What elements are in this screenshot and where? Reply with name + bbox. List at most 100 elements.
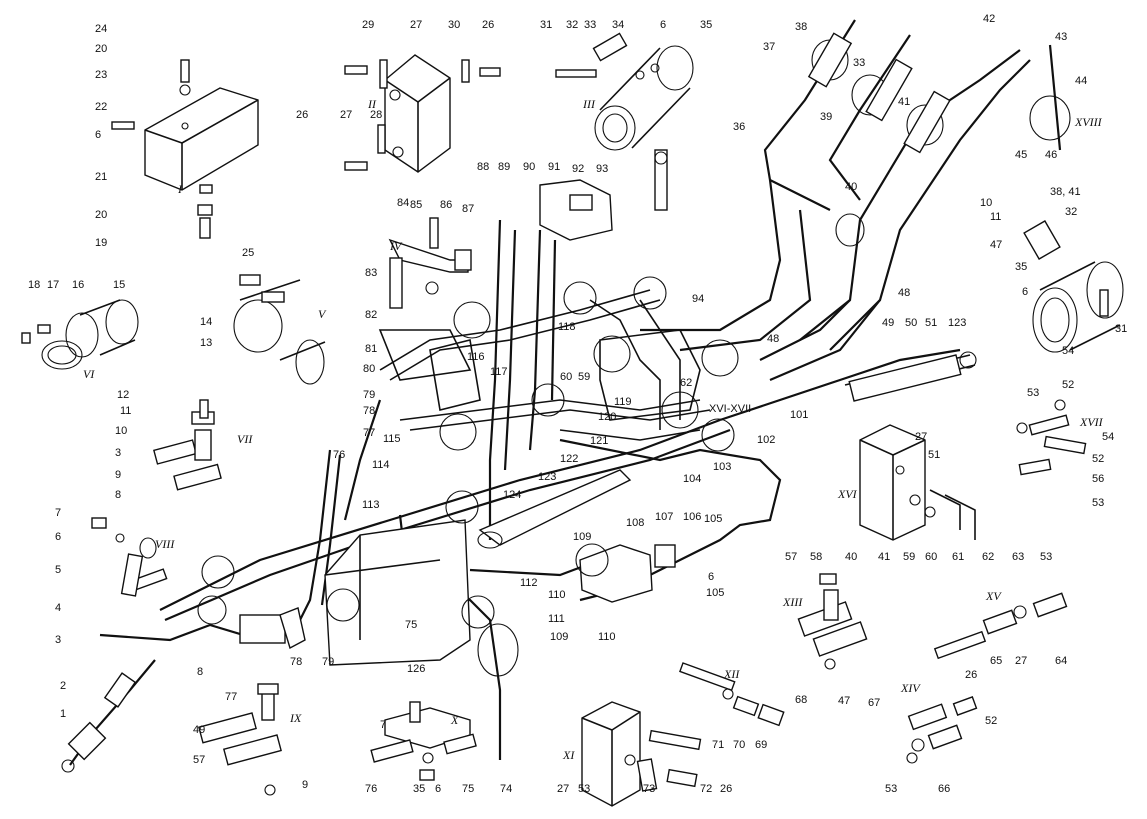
callout-37: 37 (763, 41, 775, 53)
callout-60b: 59 (578, 371, 590, 383)
callout-85: 80 (363, 363, 375, 375)
detail-label-XVII: XVII (1079, 415, 1104, 429)
callout-25: 25 (242, 247, 254, 259)
callout-34: 34 (612, 19, 624, 31)
callout-109b: 109 (550, 631, 568, 643)
callout-84: 79 (363, 389, 375, 401)
detail-callout-circles (197, 276, 739, 677)
detail-51-cylinder (844, 351, 977, 402)
callout-106: 106 (683, 511, 701, 523)
callout-24: 24 (95, 23, 107, 35)
callout-29: 29 (362, 19, 374, 31)
callout-2: 2 (60, 680, 66, 692)
callout-95: 90 (523, 161, 535, 173)
detail-label-XIII: XIII (782, 595, 803, 609)
callout-122a: 123 (948, 317, 966, 329)
callout-61b: 60 (560, 371, 572, 383)
callout-20b: 20 (95, 209, 107, 221)
callout-65: 64 (1055, 655, 1067, 667)
detail-XVI-block (859, 424, 976, 541)
callout-73: 72 (700, 783, 712, 795)
detail-label-XV: XV (985, 589, 1002, 603)
callout-5: 5 (55, 564, 61, 576)
callout-91: 86 (440, 199, 452, 211)
detail-label-XVI: XVI (837, 487, 858, 501)
callout-70: 69 (755, 739, 767, 751)
callout-15: 15 (113, 279, 125, 291)
callout-82: 77 (363, 427, 375, 439)
callout-118: 117 (490, 366, 508, 378)
callout-81: 76 (333, 449, 345, 461)
callout-119: 118 (558, 321, 576, 333)
callout-89: 84 (397, 197, 409, 209)
detail-label-I: I (177, 182, 183, 196)
callout-59: 58 (810, 551, 822, 563)
detail-II-block (344, 54, 501, 173)
callout-112: 111 (548, 613, 565, 625)
detail-label-III: III (582, 97, 596, 111)
callout-3a: 3 (55, 634, 61, 646)
detail-XVIII-clamp-right (1023, 220, 1124, 353)
callout-7a: 7 (380, 719, 386, 731)
detail-label-V: V (318, 307, 327, 321)
detail-label-XI: XI (562, 748, 575, 762)
detail-label-VII: VII (237, 432, 253, 446)
callout-53d: 53 (885, 783, 897, 795)
callout-40: 40 (845, 181, 857, 193)
callout-32: 32 (566, 19, 578, 31)
callout-125: 124 (503, 489, 521, 501)
callout-74: 73 (643, 783, 655, 795)
detail-I-block (111, 59, 259, 239)
callout-31b: 31 (1115, 323, 1127, 335)
callout-33b: 33 (853, 57, 865, 69)
callout-77: 76 (365, 783, 377, 795)
callout-18: 18 (28, 279, 40, 291)
detail-X-bracket (370, 701, 477, 781)
callout-35: 35 (700, 19, 712, 31)
callout-14: 14 (200, 316, 212, 328)
callout-54a: 52 (1062, 379, 1074, 391)
callout-66: 65 (990, 655, 1002, 667)
callout-47b: 47 (838, 695, 850, 707)
callout-11b: 11 (120, 405, 131, 417)
callout-121: 120 (598, 411, 616, 423)
callout-10b: 10 (115, 425, 127, 437)
callout-116: 115 (383, 433, 401, 445)
callout-101: 102 (757, 434, 775, 446)
detail-cylinder-bottom-left (61, 659, 156, 773)
callout-27: 27 (410, 19, 422, 31)
callout-9b: 9 (115, 469, 121, 481)
callout-79: 78 (290, 656, 302, 668)
callout-47a: 47 (990, 239, 1002, 251)
callout-26d: 26 (720, 783, 732, 795)
callout-30: 30 (448, 19, 460, 31)
callout-40b: 40 (845, 551, 857, 563)
callout-6a: 6 (95, 129, 101, 141)
central-assembly (239, 149, 701, 666)
callout-108: 108 (626, 517, 644, 529)
callout-26b: 26 (296, 109, 308, 121)
callout-57: 56 (1092, 473, 1104, 485)
callout-53c: 53 (1040, 551, 1052, 563)
callout-62: 61 (952, 551, 964, 563)
callout-63: 62 (982, 551, 994, 563)
callout-41: 41 (898, 96, 910, 108)
callout-13: 13 (200, 337, 212, 349)
callout-31: 31 (540, 19, 552, 31)
callout-88: 83 (365, 267, 377, 279)
callout-126: 126 (407, 663, 425, 675)
callout-19: 19 (95, 237, 107, 249)
callout-94: 89 (498, 161, 510, 173)
callout-53e: 53 (578, 783, 590, 795)
callout-75: 74 (500, 783, 512, 795)
callout-105: 105 (706, 587, 724, 599)
callout-48b: 48 (767, 333, 779, 345)
callout-120: 119 (614, 396, 632, 408)
numeric-callouts: 24 20 23 22 6 21 20 19 29 27 30 26 26 27… (28, 13, 1127, 795)
callout-33: 33 (584, 19, 596, 31)
callout-6e: 6 (55, 531, 61, 543)
callout-53a: 53 (1027, 387, 1039, 399)
detail-V-hose (233, 274, 326, 385)
